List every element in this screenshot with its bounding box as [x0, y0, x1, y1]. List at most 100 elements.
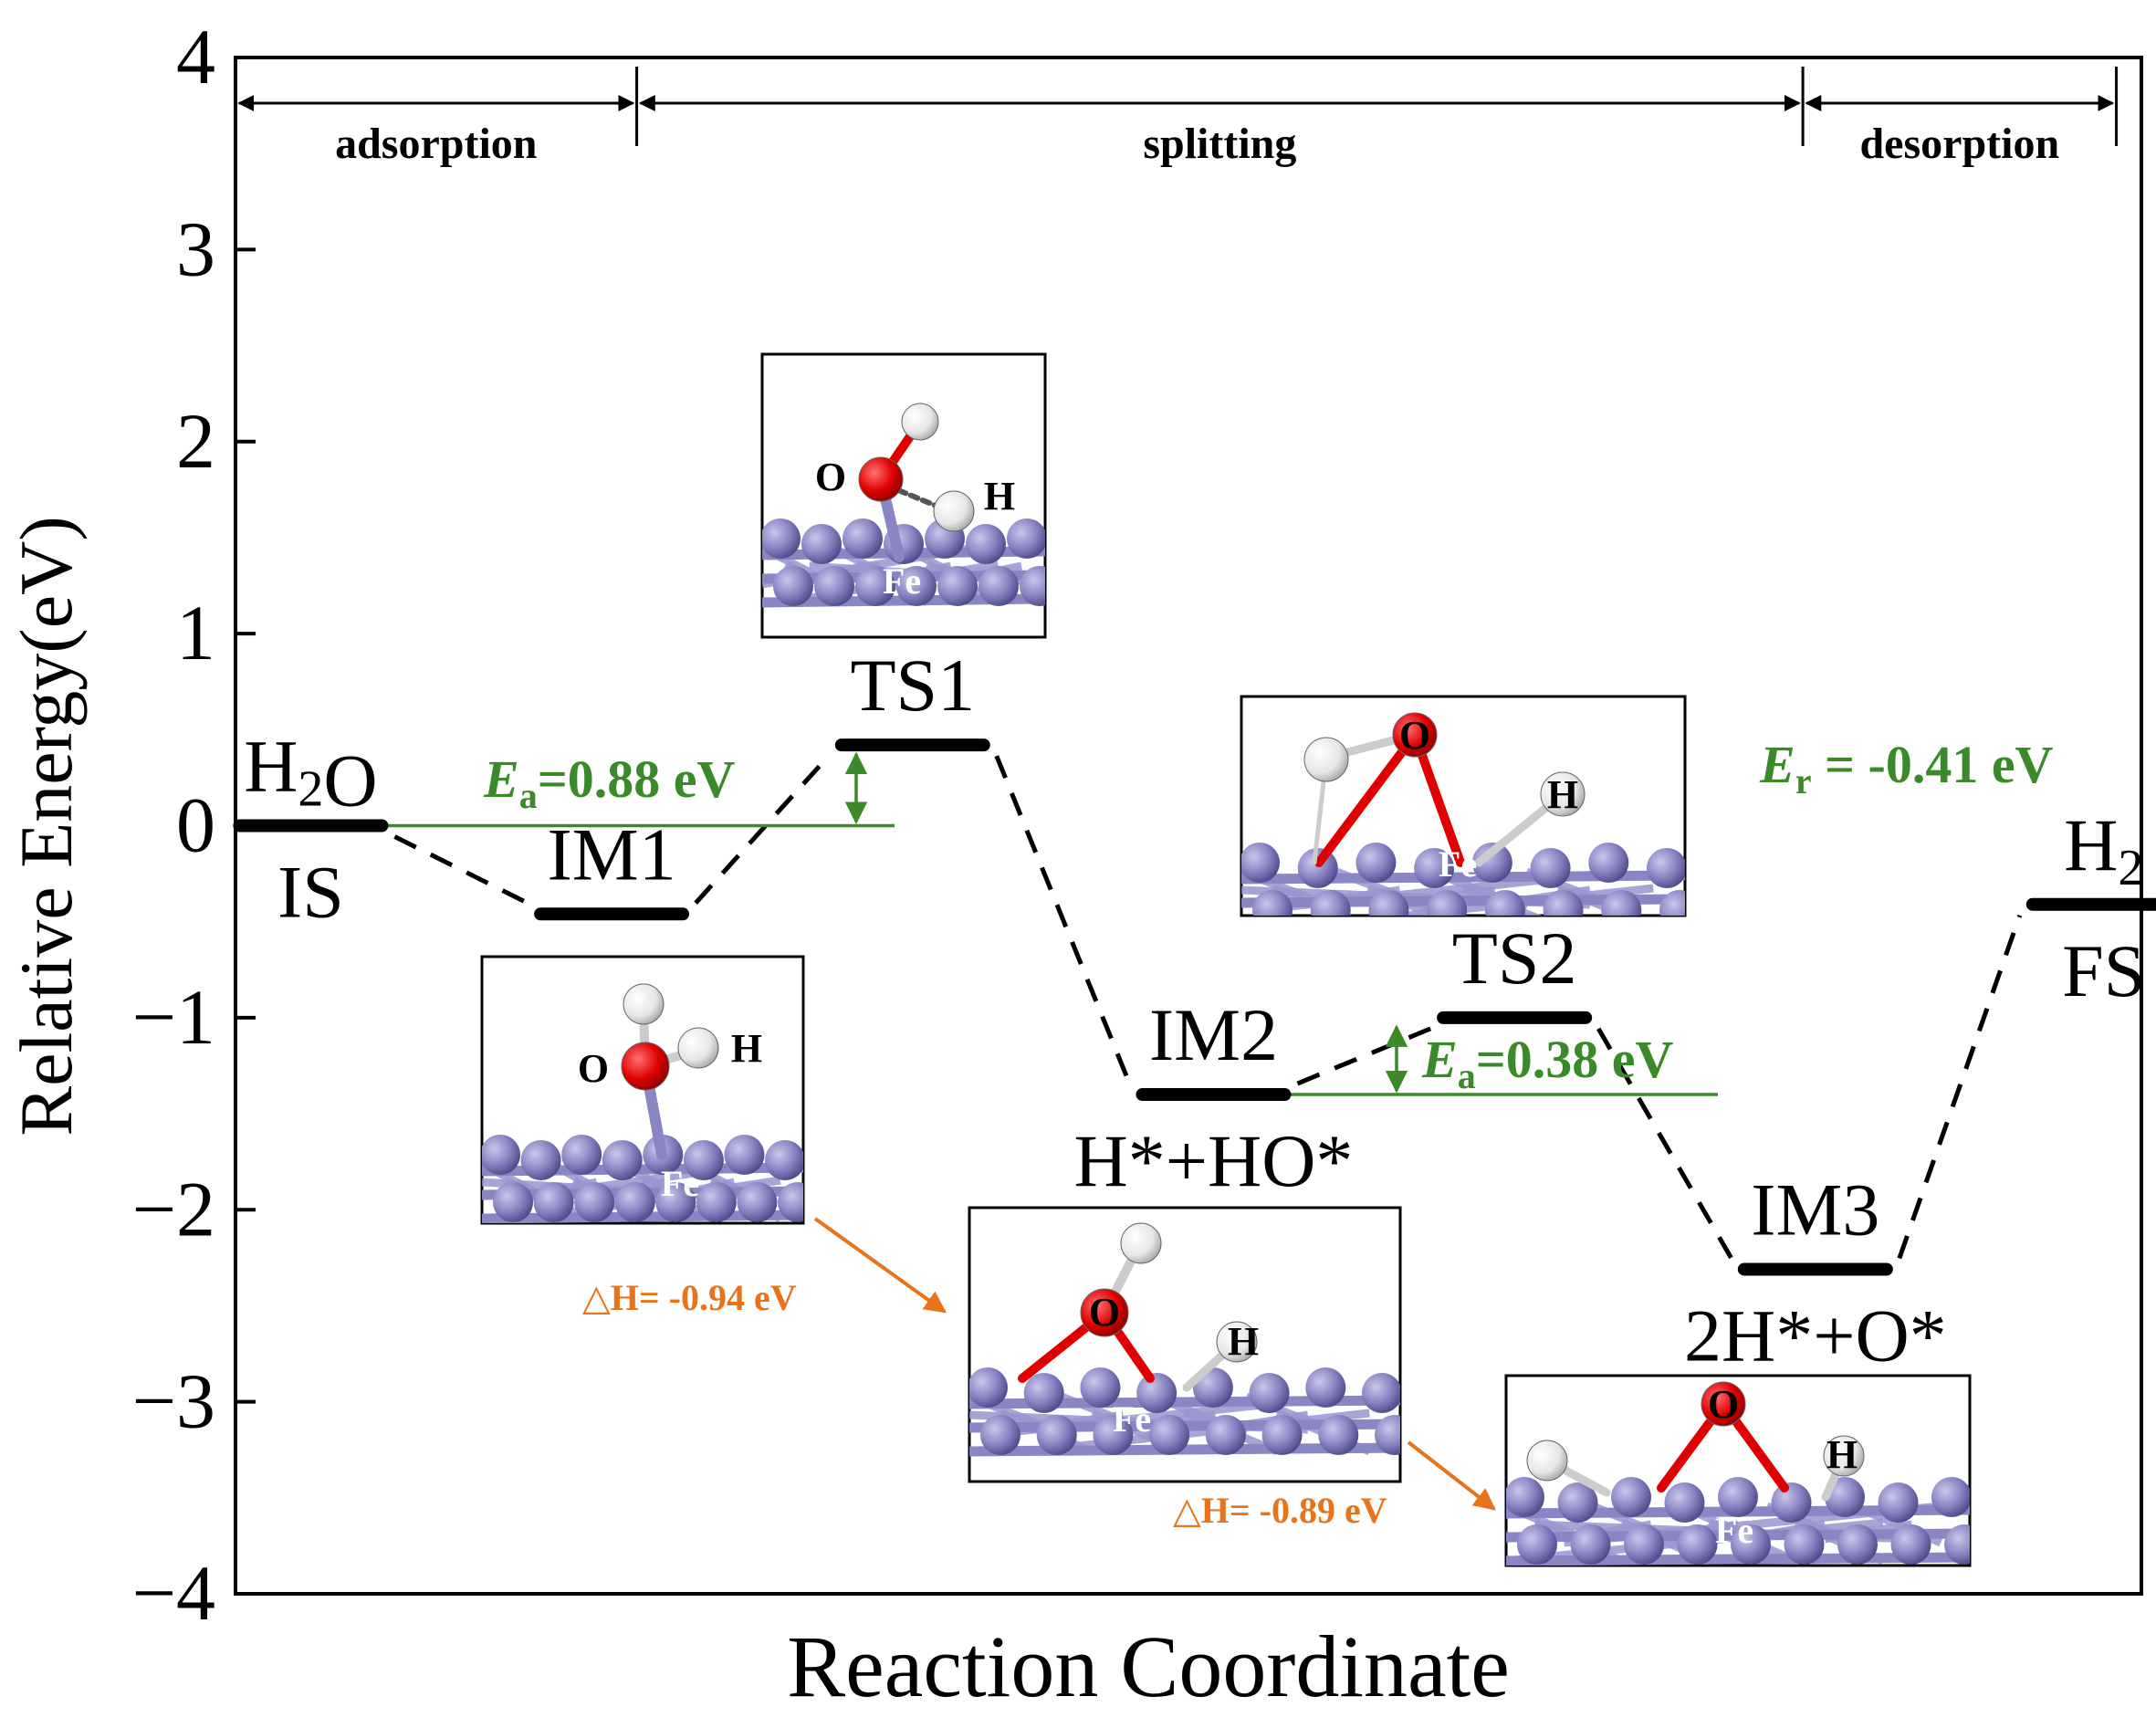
fe-atom	[966, 524, 1006, 564]
fe-atom	[1355, 843, 1397, 883]
h-label: H	[731, 1026, 762, 1071]
connector-IM1-TS1	[694, 754, 831, 905]
fe-atom	[737, 1182, 778, 1222]
level-top-label-IM3: IM3	[1751, 1168, 1879, 1251]
fe-atom	[1677, 1524, 1718, 1565]
fe-atom	[773, 566, 813, 606]
fe-atom	[1543, 890, 1584, 916]
fe-label: Fe	[883, 560, 921, 602]
fe-atom	[801, 524, 842, 564]
fe-label: Fe	[661, 1163, 699, 1204]
o-atom	[858, 456, 904, 502]
fe-label: Fe	[1113, 1398, 1151, 1440]
fe-atom	[1784, 1524, 1825, 1565]
h-label: H	[1228, 1319, 1259, 1364]
fe-atom	[1611, 1477, 1651, 1517]
fe-atom	[1023, 1373, 1064, 1413]
fe-atom	[1305, 1367, 1346, 1408]
fe-atom	[602, 1140, 643, 1180]
fe-atom	[614, 1182, 655, 1222]
fe-atom	[1718, 1477, 1758, 1517]
fe-atom	[1036, 1415, 1077, 1455]
y-tick-label: 1	[176, 589, 215, 676]
o-atom	[1392, 712, 1438, 758]
y-axis-title: Relative Energy(eV)	[5, 516, 88, 1136]
fe-atom	[1570, 1524, 1611, 1565]
connector-IM2-TS2	[1296, 1026, 1432, 1086]
y-tick-label: −1	[131, 973, 215, 1061]
fe-atom	[980, 1415, 1020, 1455]
fe-atom	[1427, 890, 1468, 916]
h-label: H	[1547, 772, 1578, 817]
y-tick-label: 2	[176, 397, 215, 485]
fe-atom	[1944, 1524, 1970, 1565]
fe-atom	[1557, 1482, 1598, 1523]
fe-atom	[765, 1140, 803, 1180]
y-tick-label: −2	[131, 1165, 215, 1252]
fe-atom	[937, 566, 978, 606]
fe-atom	[1362, 1373, 1400, 1413]
fe-atom	[1471, 843, 1512, 883]
fe-atom	[1205, 1415, 1246, 1455]
fe-atom	[1318, 1415, 1359, 1455]
barrier-markers	[382, 751, 1718, 1096]
y-tick-label: −4	[131, 1549, 215, 1637]
x-axis-title: Reaction Coordinate	[787, 1618, 1510, 1715]
fe-atom	[1007, 518, 1045, 559]
o-label: O	[815, 455, 846, 499]
fe-atom	[1149, 1415, 1190, 1455]
fe-atom	[1297, 848, 1338, 888]
fe-atom	[724, 1135, 765, 1175]
fe-atom	[1647, 848, 1685, 888]
fe-atom	[814, 566, 854, 606]
ea1-annotation: Ea=0.88 eV	[483, 749, 735, 816]
connector-IS-IM1	[393, 834, 529, 906]
fe-atom	[1825, 1477, 1865, 1517]
er-annotation: Er = -0.41 eV	[1759, 735, 2054, 801]
fe-atom	[533, 1182, 574, 1222]
h-atom	[677, 1027, 719, 1069]
level-bottom-label-IM2: H*+HO*	[1074, 1119, 1354, 1202]
stage-label-splitting: splitting	[1143, 120, 1296, 168]
fe-atom	[843, 518, 883, 559]
fe-atom	[1136, 1373, 1177, 1413]
fe-atom	[482, 1135, 520, 1175]
fe-atom	[1414, 848, 1455, 888]
h-atom	[901, 403, 939, 441]
o-atom	[621, 1042, 670, 1091]
ea2-annotation: Ea=0.38 eV	[1421, 1030, 1673, 1096]
h-atom	[1303, 737, 1349, 782]
fe-atom	[1249, 1373, 1290, 1413]
fe-atom	[855, 566, 895, 606]
fe-atom	[1588, 843, 1629, 883]
fe-label: Fe	[1439, 843, 1477, 885]
connector-TS1-IM2	[994, 755, 1132, 1084]
stage-label-desorption: desorption	[1859, 120, 2059, 168]
fe-atom	[1093, 1415, 1134, 1455]
fe-label: Fe	[1715, 1510, 1753, 1551]
fe-atom	[1837, 1524, 1878, 1565]
inset-ts1: O H Fe	[760, 352, 1047, 639]
y-tick-label: −3	[131, 1357, 215, 1445]
fe-atom	[1368, 890, 1409, 916]
h-atom	[933, 490, 975, 532]
o-label: O	[1708, 1382, 1739, 1427]
h-label: H	[984, 474, 1015, 518]
fe-atom	[1517, 1524, 1557, 1565]
fe-atom	[1020, 566, 1045, 606]
level-top-label-TS2: TS2	[1452, 916, 1577, 1000]
level-bottom-label-IS: IS	[277, 851, 344, 934]
level-bottom-label-IM3: 2H*+O*	[1684, 1293, 1947, 1377]
o-atom	[1080, 1288, 1129, 1337]
h-atom	[1540, 771, 1586, 817]
fe-atom	[1252, 890, 1293, 916]
fe-atom	[1601, 890, 1642, 916]
fe-atom	[1624, 1524, 1664, 1565]
